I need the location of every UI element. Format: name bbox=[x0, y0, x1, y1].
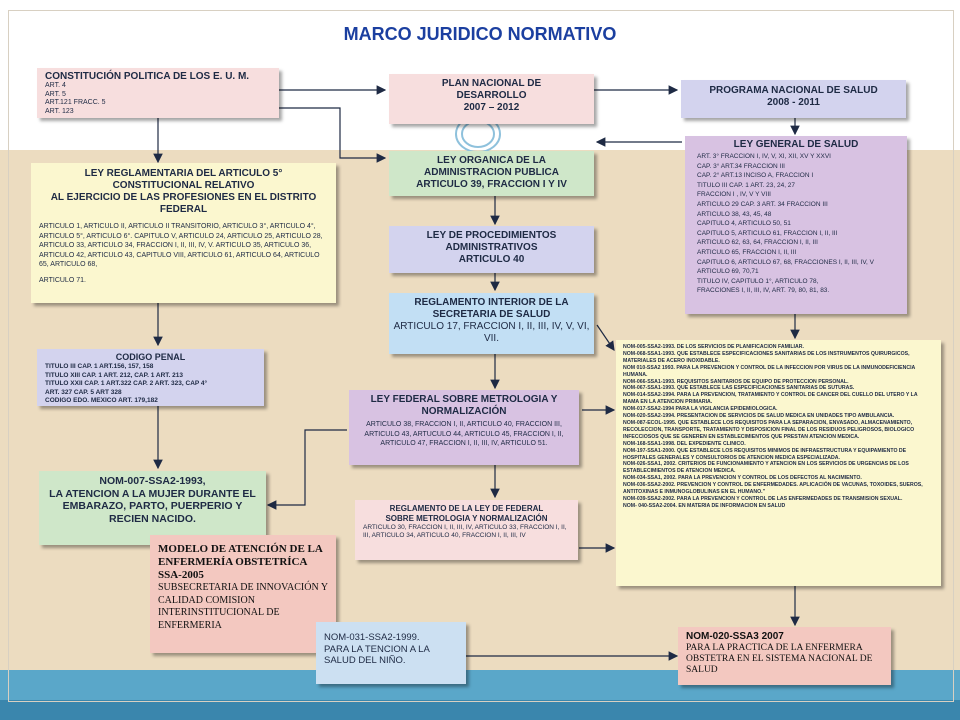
ley-reglamentaria-body-end: ARTICULO 71. bbox=[39, 276, 86, 284]
ley-reglamentaria-title: LEY REGLAMENTARIA DEL ARTICULO 5° CONSTI… bbox=[50, 168, 317, 215]
codigo-penal-title: CODIGO PENAL bbox=[115, 352, 186, 362]
nom-list-item: NOM-068-SSA1-1993. QUE ESTABLECE ESPECIF… bbox=[623, 350, 910, 364]
reglamento-ley-line: SOBRE METROLOGIA Y NORMALIZACIÓN bbox=[385, 514, 548, 523]
constitucion-item: ART. 123 bbox=[45, 107, 74, 115]
plan-line: DESARROLLO bbox=[456, 90, 527, 101]
constitucion-title: CONSTITUCIÓN POLITICA DE LOS E. U. M. bbox=[45, 71, 250, 82]
ley-general-box: LEY GENERAL DE SALUD ART. 3° FRACCION I,… bbox=[685, 136, 907, 314]
programa-years: 2008 - 2011 bbox=[767, 97, 820, 108]
ley-general-lines: ART. 3° FRACCION I, IV, V, XI, XII, XV Y… bbox=[691, 152, 901, 296]
nom-list-item: NOM-034-SSA1, 2002. PARA LA PREVENCION Y… bbox=[623, 475, 862, 482]
ley-general-line: TITULO III CAP. 1 ART. 23, 24, 27 bbox=[697, 181, 796, 189]
ley-procedimiento-line: ADMINISTRATIVOS bbox=[445, 242, 538, 253]
ley-general-line: TITULO IV, CAPITULO 1°, ARTICULO 78, bbox=[697, 277, 819, 285]
ley-reglamentaria-box: LEY REGLAMENTARIA DEL ARTICULO 5° CONSTI… bbox=[31, 163, 336, 303]
ley-general-line: CAP. 3° ART.34 FRACCION III bbox=[697, 162, 785, 170]
arrow-constitucion-ley-organica bbox=[278, 107, 387, 163]
page-title: MARCO JURIDICO NORMATIVO bbox=[343, 24, 617, 44]
reglamento-interior-line: REGLAMENTO INTERIOR DE LA bbox=[414, 297, 569, 308]
nom-list-item: NOM-067-SSA1-1993. QUE ESTABLECE LAS ESP… bbox=[623, 385, 855, 392]
ley-general-line: CAPITULO 5, ARTICULO 61, FRACCION I, II,… bbox=[697, 229, 838, 237]
codigo-penal-line: TITULO XIII CAP. 1 ART. 212, CAP. 1 ART.… bbox=[45, 371, 183, 379]
codigo-penal-line: TITULO XXII CAP. 1 ART.322 CAP. 2 ART. 3… bbox=[45, 380, 208, 388]
reglamento-ley-box: REGLAMENTO DE LA LEY DE FEDERAL SOBRE ME… bbox=[355, 500, 578, 560]
nom020-description: PARA LA PRACTICA DE LA ENFERMERA OBSTETR… bbox=[686, 643, 873, 675]
ley-general-line: ART. 3° FRACCION I, IV, V, XI, XII, XV Y… bbox=[697, 153, 831, 160]
arrow-reglamento-nom-list bbox=[596, 324, 615, 351]
constitucion-item: ART. 4 bbox=[45, 82, 66, 89]
reglamento-interior-articles: ARTICULO 17, FRACCION I, II, III, IV, V,… bbox=[393, 321, 590, 344]
modelo-body: SUBSECRETARIA DE INNOVACIÓN Y CALIDAD CO… bbox=[158, 582, 328, 631]
ley-procedimiento-box: LEY DE PROCEDIMIENTOS ADMINISTRATIVOS AR… bbox=[389, 226, 594, 273]
codigo-penal-line: ART. 327 CAP. 5 ART 328 bbox=[45, 388, 122, 396]
nom-list-item: NOM-005-SSA2-1993. DE LOS SERVICIOS DE P… bbox=[623, 344, 804, 350]
ley-metrologia-body: ARTICULO 38, FRACCION I, II, ARTICULO 40… bbox=[364, 421, 564, 447]
nom-list-item: NOM-197-SSA1-2000. QUE ESTABLECE LOS REQ… bbox=[623, 447, 907, 461]
reglamento-interior-box: REGLAMENTO INTERIOR DE LA SECRETARIA DE … bbox=[389, 293, 594, 354]
nom-list-box: NOM-005-SSA2-1993. DE LOS SERVICIOS DE P… bbox=[616, 340, 941, 586]
ley-general-line: ARTICULO 69, 70,71 bbox=[697, 268, 759, 276]
ley-reglamentaria-body: ARTICULO 1, ARTICULO II, ARTICULO II TRA… bbox=[39, 223, 323, 268]
constitucion-box: CONSTITUCIÓN POLITICA DE LOS E. U. M. AR… bbox=[37, 68, 279, 118]
ley-general-line: FRACCIONES I, II, III, IV, ART. 79, 80, … bbox=[697, 287, 830, 295]
ley-general-line: ARTICULO 65, FRACCION I, II, III bbox=[697, 248, 797, 256]
ley-general-line: CAPITULO 4, ARTICULO 50, 51 bbox=[697, 220, 791, 228]
ley-general-line: ARTICULO 62, 63, 64, FRACCION I, II, III bbox=[697, 239, 818, 247]
ley-general-title: LEY GENERAL DE SALUD bbox=[733, 139, 859, 150]
ley-organica-line: LEY ORGANICA DE LA bbox=[437, 155, 546, 166]
ley-organica-line: ADMINISTRACION PUBLICA bbox=[424, 167, 559, 178]
nom-list-item: NOM-168-SSA1-1998. DEL EXPEDIENTE CLINIC… bbox=[623, 440, 746, 447]
codigo-penal-box: CODIGO PENAL TITULO III CAP. 1 ART.156, … bbox=[37, 349, 264, 406]
nom-list-item: NOM-017-SSA2-1994 PARA LA VIGILANCIA EPI… bbox=[623, 406, 778, 413]
nom-list-item: NOM-039-SSA2-2002. PARA LA PREVENCION Y … bbox=[623, 495, 903, 502]
ley-metrologia-box: LEY FEDERAL SOBRE METROLOGIA Y NORMALIZA… bbox=[349, 390, 579, 465]
programa-line: PROGRAMA NACIONAL DE SALUD bbox=[709, 85, 878, 96]
nom007-box: NOM-007-SSA2-1993, LA ATENCION A LA MUJE… bbox=[39, 471, 266, 545]
modelo-atencion-box: MODELO DE ATENCIÓN DE LA ENFERMERÍA OBST… bbox=[150, 535, 336, 653]
background-bottom-band-dark bbox=[0, 700, 960, 720]
frame-border bbox=[8, 10, 954, 702]
nom020-box: NOM-020-SSA3 2007 PARA LA PRACTICA DE LA… bbox=[678, 627, 891, 685]
ley-procedimiento-line: LEY DE PROCEDIMIENTOS bbox=[426, 230, 557, 241]
nom-list-item: NOM-036-SSA2-2002. PREVENCION Y CONTROL … bbox=[623, 482, 923, 496]
plan-desarrollo-box: PLAN NACIONAL DE DESARROLLO 2007 – 2012 bbox=[389, 74, 594, 124]
nom031-code: NOM-031-SSA2-1999. bbox=[324, 632, 420, 643]
nom031-box: NOM-031-SSA2-1999. PARA LA TENCION A LA … bbox=[316, 622, 466, 684]
constitucion-item: ART.121 FRACC. 5 bbox=[45, 99, 106, 106]
ley-organica-line: ARTICULO 39, FRACCION I Y IV bbox=[416, 179, 567, 190]
ley-general-line: ARTICULO 38, 43, 45, 48 bbox=[697, 210, 772, 218]
nom-list-item: NOM-014-SSA2-1994. PARA LA PREVENCION, T… bbox=[623, 392, 918, 406]
ley-general-line: ARTICULO 29 CAP. 3 ART. 34 FRACCION III bbox=[697, 200, 828, 208]
plan-years: 2007 – 2012 bbox=[463, 102, 520, 113]
reglamento-ley-body: ARTICULO 30, FRACCION I, II, III, IV, AR… bbox=[363, 524, 567, 540]
nom007-description: LA ATENCION A LA MUJER DURANTE EL EMBARA… bbox=[49, 487, 256, 525]
nom-list-item: NOM-026-SSA1, 2002. CRITERIOS DE FUNCION… bbox=[623, 461, 909, 475]
modelo-title: MODELO DE ATENCIÓN DE LA ENFERMERÍA OBST… bbox=[158, 543, 323, 581]
constitucion-item: ART. 5 bbox=[45, 90, 66, 98]
codigo-penal-line: TITULO III CAP. 1 ART.156, 157, 158 bbox=[45, 363, 154, 370]
codigo-penal-line: CODIGO EDO. MEXICO ART. 179,182 bbox=[45, 397, 158, 405]
programa-salud-box: PROGRAMA NACIONAL DE SALUD 2008 - 2011 bbox=[681, 80, 906, 118]
nom020-code: NOM-020-SSA3 2007 bbox=[686, 631, 784, 642]
nom-list: NOM-005-SSA2-1993. DE LOS SERVICIOS DE P… bbox=[623, 344, 934, 510]
nom-list-item: NOM-087-ECOL-1995. QUE ESTABLECE LOS REQ… bbox=[623, 419, 915, 440]
nom031-description: PARA LA TENCION A LA SALUD DEL NIÑO. bbox=[324, 643, 430, 667]
ley-procedimiento-line: ARTICULO 40 bbox=[458, 254, 525, 265]
ley-general-line: CAP. 2° ART.13 INCISO A, FRACCION I bbox=[697, 172, 814, 180]
nom-list-item: NOM-020-SSA2-1994. PRESENTACION DE SERVI… bbox=[623, 413, 895, 420]
nom-list-item: NOM- 040-SSA2-2004. EN MATERIA DE INFORM… bbox=[623, 502, 786, 509]
arrow-metrologia-nom007 bbox=[266, 429, 347, 510]
nom007-code: NOM-007-SSA2-1993, bbox=[99, 475, 206, 487]
reglamento-ley-line: REGLAMENTO DE LA LEY DE FEDERAL bbox=[389, 504, 544, 513]
ley-metrologia-title: LEY FEDERAL SOBRE METROLOGIA Y NORMALIZA… bbox=[370, 394, 558, 417]
reglamento-interior-line: SECRETARIA DE SALUD bbox=[432, 309, 551, 320]
nom-list-item: NOM 010-SSA2 1993. PARA LA PREVENCION Y … bbox=[623, 364, 916, 378]
nom-list-item: NOM-066-SSA1-1993. REQUISITOS SANITARIOS… bbox=[623, 378, 849, 385]
ley-organica-box: LEY ORGANICA DE LA ADMINISTRACION PUBLIC… bbox=[389, 151, 594, 196]
plan-line: PLAN NACIONAL DE bbox=[441, 78, 542, 89]
ley-general-line: FRACCION I , IV, V Y VIII bbox=[697, 191, 771, 199]
ley-general-line: CAPITULO 6, ARTICULO 67, 68, FRACCIONES … bbox=[697, 258, 875, 266]
